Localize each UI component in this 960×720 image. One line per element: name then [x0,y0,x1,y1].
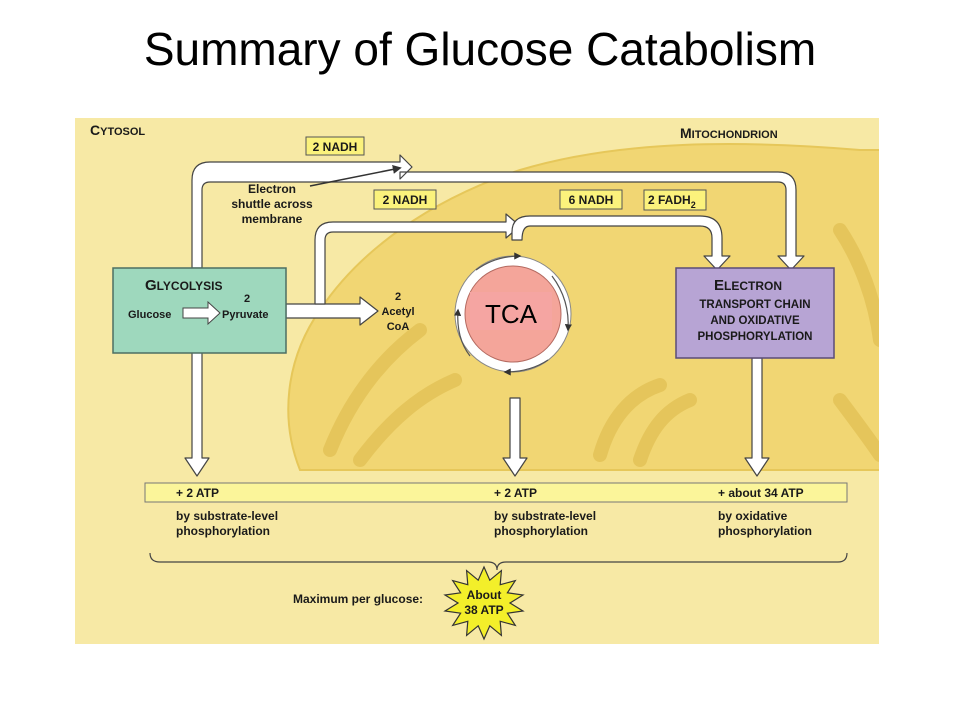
slide-title: Summary of Glucose Catabolism [143,23,817,75]
svg-text:2 FADH2: 2 FADH2 [648,193,696,210]
svg-text:+ 2 ATP: + 2 ATP [494,486,537,500]
svg-text:phosphorylation: phosphorylation [176,524,270,538]
glucose-to-pyruvate-arrow [182,300,221,326]
svg-text:2: 2 [244,293,250,305]
etc-box: ELECTRON TRANSPORT CHAIN AND OXIDATIVE P… [675,267,835,359]
svg-text:PHOSPHORYLATION: PHOSPHORYLATION [697,331,812,343]
atp-yield-3: + about 34 ATP by oxidative phosphorylat… [718,486,812,538]
svg-text:6 NADH: 6 NADH [569,193,614,207]
svg-text:membrane: membrane [242,212,303,226]
svg-text:shuttle across: shuttle across [231,197,313,211]
svg-text:Electron: Electron [248,182,296,196]
svg-text:Glucose: Glucose [128,309,171,321]
svg-text:Pyruvate: Pyruvate [222,309,268,321]
svg-text:by oxidative: by oxidative [718,509,788,523]
tca-cycle: TCA [454,252,572,376]
svg-text:phosphorylation: phosphorylation [494,524,588,538]
atp-total-starburst: About 38 ATP [443,565,525,641]
svg-text:2 NADH: 2 NADH [383,193,428,207]
nadh-tca-box: 6 NADH [559,189,623,210]
svg-text:ELECTRON: ELECTRON [714,277,782,294]
svg-text:About: About [467,588,502,602]
svg-text:2 NADH: 2 NADH [313,140,358,154]
total-brace [149,552,848,571]
svg-text:CoA: CoA [387,321,410,333]
svg-text:by substrate-level: by substrate-level [494,509,596,523]
atp-yield-2: + 2 ATP by substrate-level phosphorylati… [494,486,596,538]
tca-label: TCA [485,299,538,329]
shuttle-pointer [309,164,402,187]
shuttle-label: Electron shuttle across membrane [231,182,313,226]
nadh-top-box: 2 NADH [305,136,365,156]
cytosol-label: CYTOSOL [90,122,145,138]
svg-text:Acetyl: Acetyl [381,306,414,318]
svg-text:AND OXIDATIVE: AND OXIDATIVE [710,315,800,327]
svg-text:+ about 34 ATP: + about 34 ATP [718,486,804,500]
svg-text:TRANSPORT CHAIN: TRANSPORT CHAIN [699,299,810,311]
atp-yield-1: + 2 ATP by substrate-level phosphorylati… [176,486,278,538]
glycolysis-box: GLYCOLYSIS 2 Glucose Pyruvate [112,267,287,354]
fadh-box: 2 FADH2 [643,189,707,211]
svg-text:by substrate-level: by substrate-level [176,509,278,523]
cristae-folds [323,223,879,467]
svg-text:2: 2 [395,291,401,303]
svg-text:GLYCOLYSIS: GLYCOLYSIS [145,277,222,294]
atp-bar [144,482,848,503]
nadh-mid-box: 2 NADH [373,189,437,210]
svg-text:phosphorylation: phosphorylation [718,524,812,538]
mitochondrion-label: MITOCHONDRION [680,125,778,141]
svg-text:+ 2 ATP: + 2 ATP [176,486,219,500]
svg-text:38 ATP: 38 ATP [464,603,503,617]
max-per-glucose-label: Maximum per glucose: [293,592,423,606]
acetyl-coa-label: 2 Acetyl CoA [381,291,414,333]
flow-arrows [184,154,805,477]
